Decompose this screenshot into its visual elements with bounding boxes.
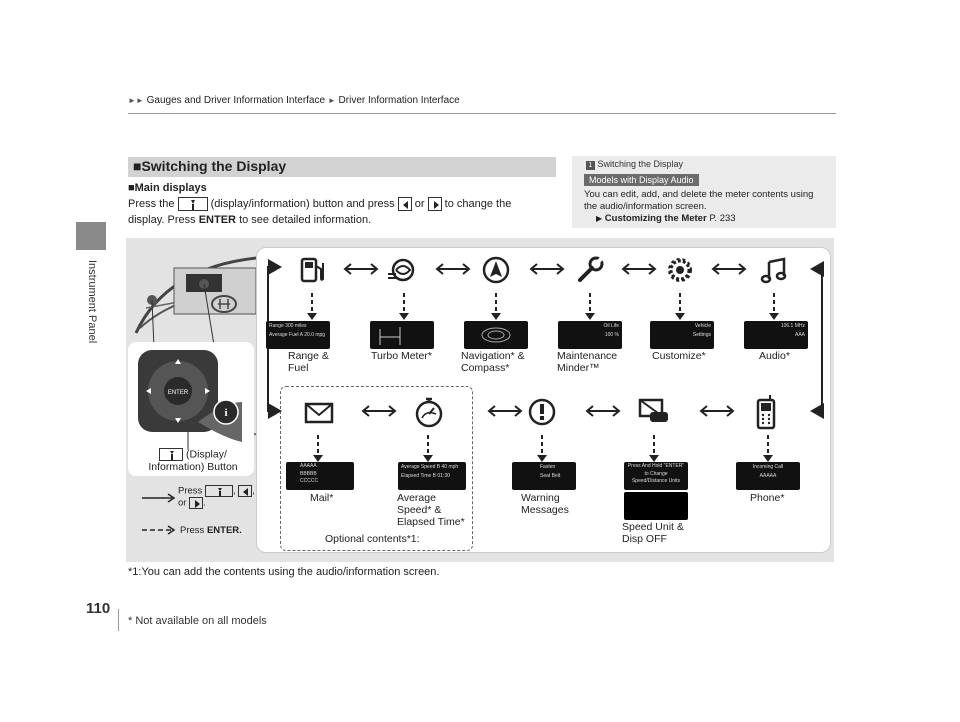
phone-icon — [756, 395, 776, 430]
right-arrow-key-icon — [189, 497, 204, 509]
label-customize: Customize* — [652, 350, 706, 362]
legend-press-buttons: Press , , or . — [178, 485, 255, 509]
label-phone: Phone* — [750, 492, 785, 504]
label-speed-unit: Speed Unit & Disp OFF — [622, 521, 684, 545]
section-title: ■Switching the Display — [128, 157, 556, 177]
speed-unit-screen: Press And Hold "ENTER" to Change Speed/D… — [624, 462, 688, 490]
display-off-screen — [624, 492, 688, 520]
display-off-icon — [638, 398, 668, 422]
left-arrow-key-icon — [238, 485, 253, 497]
label-audio: Audio* — [759, 350, 790, 362]
legend-press-enter: Press ENTER. — [180, 525, 242, 536]
fuel-pump-icon — [300, 257, 324, 283]
warning-icon — [528, 398, 556, 426]
page-number: 110 — [86, 600, 111, 617]
stopwatch-icon — [415, 397, 443, 428]
customize-screen: Vehicle Settings — [650, 321, 714, 349]
display-info-button-label: (Display/ Information) Button — [148, 448, 238, 473]
label-mail: Mail* — [310, 492, 334, 504]
instruction-paragraph: Press the (display/information) button a… — [128, 197, 512, 226]
phone-screen: Incoming Call AAAAA — [736, 462, 800, 490]
mail-screen: AAAAA BBBBB CCCCC — [286, 462, 354, 490]
flow-arrows — [267, 259, 824, 462]
label-turbo-meter: Turbo Meter* — [371, 350, 432, 362]
music-note-icon — [760, 257, 787, 284]
breadcrumb-part-1: Gauges and Driver Information Interface — [146, 95, 326, 106]
subheading-main-displays: ■Main displays — [128, 182, 207, 194]
reference-arrow-icon: ▶ — [596, 214, 603, 223]
diagram-footnote: *1:You can add the contents using the au… — [128, 566, 440, 578]
note-badge: Models with Display Audio — [584, 174, 699, 186]
warning-screen: Fasten Seat Belt — [512, 462, 576, 490]
breadcrumb-part-2: Driver Information Interface — [338, 95, 460, 106]
note-marker-icon: 1 — [586, 161, 595, 170]
audio-screen: 106.1 MHz AAA — [744, 321, 808, 349]
navigation-icon — [482, 256, 510, 284]
header-rule — [128, 113, 836, 114]
optional-contents-label: Optional contents*1: — [325, 533, 420, 545]
side-note-box — [572, 156, 836, 228]
footnote-divider — [118, 609, 119, 631]
turbo-icon — [388, 258, 415, 282]
maintenance-screen: Oil Life 100 % — [558, 321, 622, 349]
label-range-fuel: Range & Fuel — [288, 350, 329, 374]
label-navigation-compass: Navigation* & Compass* — [461, 350, 525, 374]
turbo-meter-screen — [370, 321, 434, 349]
range-fuel-screen: Range 300 miles Average Fuel A 20.0 mpg — [266, 321, 330, 349]
info-button-icon — [159, 448, 184, 461]
note-text: You can edit, add, and delete the meter … — [584, 189, 814, 224]
breadcrumb: ►► Gauges and Driver Information Interfa… — [128, 95, 460, 106]
note-title: 1 Switching the Display — [586, 159, 683, 170]
info-button-icon — [204, 485, 233, 497]
average-speed-screen: Average Speed B 40 mph Elapsed Time B 01… — [398, 462, 466, 490]
control-pad-illustration: ENTER i — [138, 350, 242, 450]
right-arrow-key-icon — [427, 197, 442, 212]
availability-footnote: * Not available on all models — [128, 615, 267, 627]
optional-contents-box — [280, 386, 473, 551]
label-maintenance-minder: Maintenance Minder™ — [557, 350, 618, 374]
left-arrow-key-icon — [397, 197, 412, 212]
note-reference[interactable]: ▶ Customizing the Meter P. 233 — [596, 213, 736, 224]
enter-key-label: ENTER — [168, 390, 189, 396]
label-warning-messages: Warning Messages — [521, 492, 569, 516]
label-average-speed: Average Speed* & Elapsed Time* — [397, 492, 465, 528]
chapter-tab — [76, 222, 106, 250]
gear-icon — [668, 258, 692, 282]
legend-arrows — [142, 493, 176, 535]
chapter-side-label: Instrument Panel — [86, 260, 98, 344]
wrench-icon — [578, 256, 604, 282]
envelope-icon — [304, 402, 334, 424]
info-button-icon — [177, 197, 208, 212]
svg-text:i: i — [224, 407, 227, 419]
navigation-screen — [464, 321, 528, 349]
